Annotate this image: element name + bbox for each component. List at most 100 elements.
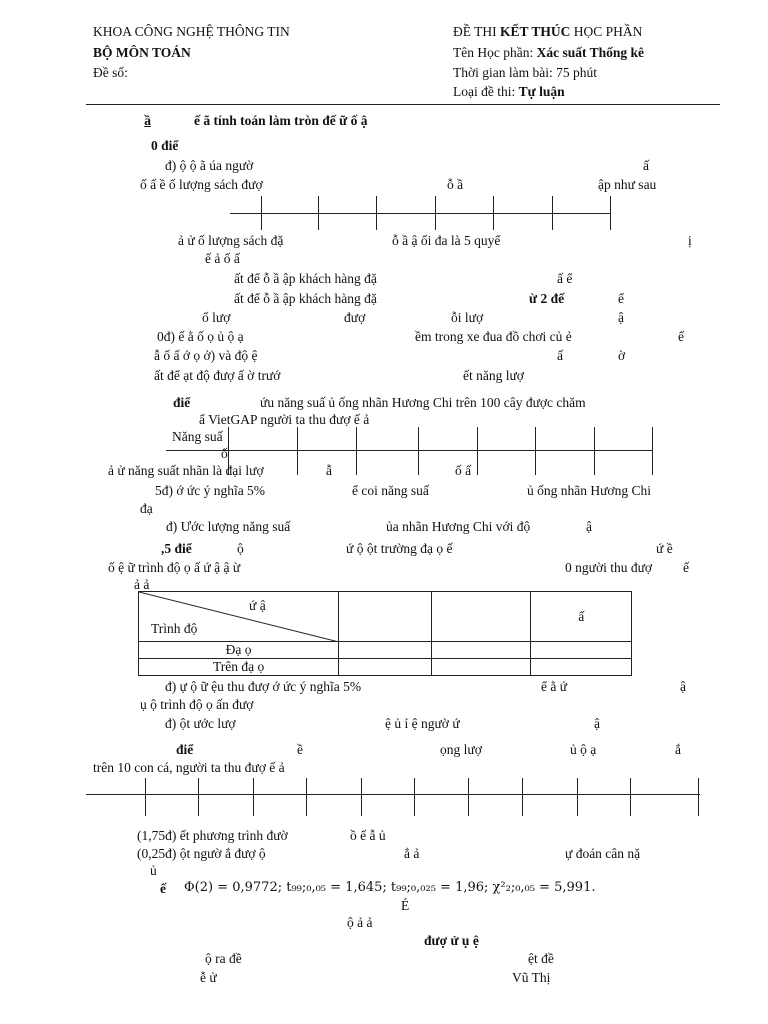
q2a-line: 5đ) ớ ức ý nghĩa 5% (155, 483, 266, 498)
q4-line2: trên 10 con cá, người ta thu đượ ế ả (93, 760, 285, 775)
q1-item-i-end: ấ ể (557, 271, 573, 286)
footer-left-signature: ễ ử (200, 970, 217, 985)
faculty-name: KHOA CÔNG NGHỆ THÔNG TIN (93, 24, 290, 39)
exam-title-bold: KẾT THÚC (500, 24, 571, 39)
exam-title: ĐỀ THI KẾT THÚC HỌC PHẦN (453, 24, 642, 40)
q2-table-tick (297, 427, 298, 475)
q1-table-tick (318, 196, 319, 230)
q1a-line1: đ) ộ ộ ã úa ngườ (165, 158, 254, 173)
q1-table-line (230, 213, 610, 214)
q3-table-cell (530, 658, 632, 676)
q3-table-cell (338, 641, 432, 659)
q3-table-diagonal (139, 592, 339, 642)
q4-heading-mid3: ủ ộ ạ (570, 742, 597, 757)
q3-table-header-cell: ứ ậ Trình độ (137, 591, 340, 642)
q4-table-tick (630, 778, 631, 816)
exam-code-label: Đề số: (93, 65, 128, 80)
q1-item-ii-end: ể (618, 291, 624, 306)
q1-table-tick (261, 196, 262, 230)
q2-table-tick (535, 427, 536, 475)
q3-row-header: Trình độ (151, 621, 198, 636)
q2-table-tick (594, 427, 595, 475)
q4-heading-end: ắ (675, 742, 681, 757)
q1b-line1: 0đ) ế ằ ố ọ ủ ộ ạ (157, 329, 244, 344)
q4-heading: điể (176, 742, 194, 757)
course-value: Xác suất Thống kê (536, 45, 645, 60)
q3-line2-end: ế (683, 560, 689, 575)
q1-table-tick (610, 196, 611, 230)
q2-table-tick (356, 427, 357, 475)
q4-table-line (86, 794, 700, 795)
q1a-line2: ố ấ ề ố lượng sách đượ (140, 177, 263, 192)
q4-heading-mid: ề (297, 742, 303, 757)
q3b-line-mid: ệ ủ ỉ ệ ngườ ứ (385, 716, 460, 731)
q4-table-tick (577, 778, 578, 816)
q1-line3: ả ử ố lượng sách đặ (178, 233, 284, 248)
q3-row2-label: Trên đạ ọ (212, 659, 265, 674)
q1-item-iii-b: đượ (344, 310, 366, 325)
q1-line3-mid: ỗ ầ ậ ối đa là 5 quyể (392, 233, 501, 248)
q3-table-cell (430, 591, 532, 642)
q4-table-tick (253, 778, 254, 816)
q2b-line-end: ậ (586, 519, 592, 534)
q2-line3-end: ố ấ (455, 463, 472, 478)
q4-table-tick (468, 778, 469, 816)
q3-col-header: ứ ậ (249, 598, 266, 613)
q1b-line1-mid: ềm trong xe đua đồ chơi củ ẻ (415, 329, 572, 344)
q3-table-row-label: Trên đạ ọ (137, 658, 340, 676)
course-line: Tên Học phần: Xác suất Thống kê (453, 45, 644, 61)
exam-title-post: HỌC PHẦN (570, 24, 643, 39)
q3-table-col4: ấ (530, 591, 632, 642)
q1-item-iii-c: ỗi lượ (451, 310, 484, 325)
q4b-line: (0,25đ) ột ngườ ắ đượ ộ (137, 846, 266, 861)
given-label: ế (160, 881, 166, 896)
q3-table-cell (338, 591, 432, 642)
q1-item-ii-bold: ừ 2 đế (529, 291, 565, 306)
footer-left-title: ộ ra đề (205, 951, 242, 966)
q3-heading: ,5 điể (161, 541, 192, 556)
footer-right-title: ệt đề (528, 951, 554, 966)
q1-item-iii: ố lượ (202, 310, 231, 325)
q1-table-tick (552, 196, 553, 230)
footer-right-signature: Vũ Thị (512, 970, 551, 985)
q4b-line-mid: ắ ả (404, 846, 420, 861)
q2b-line: đ) Ước lượng năng suấ (166, 519, 291, 534)
q1-line4: ế ả ố ấ (205, 251, 240, 266)
q1-heading: 0 điể (151, 138, 179, 153)
course-label: Tên Học phần: (453, 45, 537, 60)
q2-table-tick (652, 427, 653, 475)
q2-table-tick (418, 427, 419, 475)
q4a-line: (1,75đ) ết phương trình đườ (137, 828, 288, 843)
q2-table-tick (228, 427, 229, 475)
q3-table-cell (430, 641, 532, 659)
q2-table-line (166, 450, 653, 451)
intro-text: ế ã tính toán làm tròn đế ữ ố ậ (194, 113, 368, 128)
q1-table-tick (435, 196, 436, 230)
q3-row1-label: Đạ ọ (225, 642, 252, 657)
q1b-line2: ẫ ố ấ ớ ọ ở) và độ ệ (154, 348, 258, 363)
exam-type-value: Tự luận (518, 84, 565, 99)
q3b-line-end: ậ (594, 716, 600, 731)
q3-heading-mid2: ứ ộ ột trường đạ ọ ế (346, 541, 453, 556)
q4-table-tick (198, 778, 199, 816)
q3a-line-mid: ể ằ ứ (541, 679, 568, 694)
q3-heading-mid: ộ (237, 541, 244, 556)
q2b-line-mid: ủa nhãn Hương Chi với độ (386, 519, 531, 534)
q3b-line: đ) ột ước lượ (165, 716, 236, 731)
intro-label: ầ (144, 113, 151, 128)
q3-table-row-label: Đạ ọ (137, 641, 340, 659)
q4-table-tick (145, 778, 146, 816)
q2a-line-end: ủ ống nhãn Hương Chi (527, 483, 651, 498)
q1-item-ii: ất để ỗ ầ ập khách hàng đặ (234, 291, 377, 306)
q3-table-cell (530, 641, 632, 659)
q1-item-i: ất để ỗ ầ ập khách hàng đặ (234, 271, 377, 286)
q1a-line1-end: ấ (643, 158, 649, 173)
q2-heading: điể (173, 395, 191, 410)
footer-note1: ộ ả ả (347, 915, 373, 930)
q2-table-row2: ố (221, 446, 228, 461)
q2-line2: ẩ VietGAP người ta thu đượ ế ả (199, 412, 370, 427)
q1b-line2-end: ờ (618, 348, 626, 363)
exam-type-label: Loại đề thi: (453, 84, 519, 99)
q4-heading-mid2: ọng lượ (440, 742, 482, 757)
duration-line: Thời gian làm bài: 75 phút (453, 65, 597, 80)
